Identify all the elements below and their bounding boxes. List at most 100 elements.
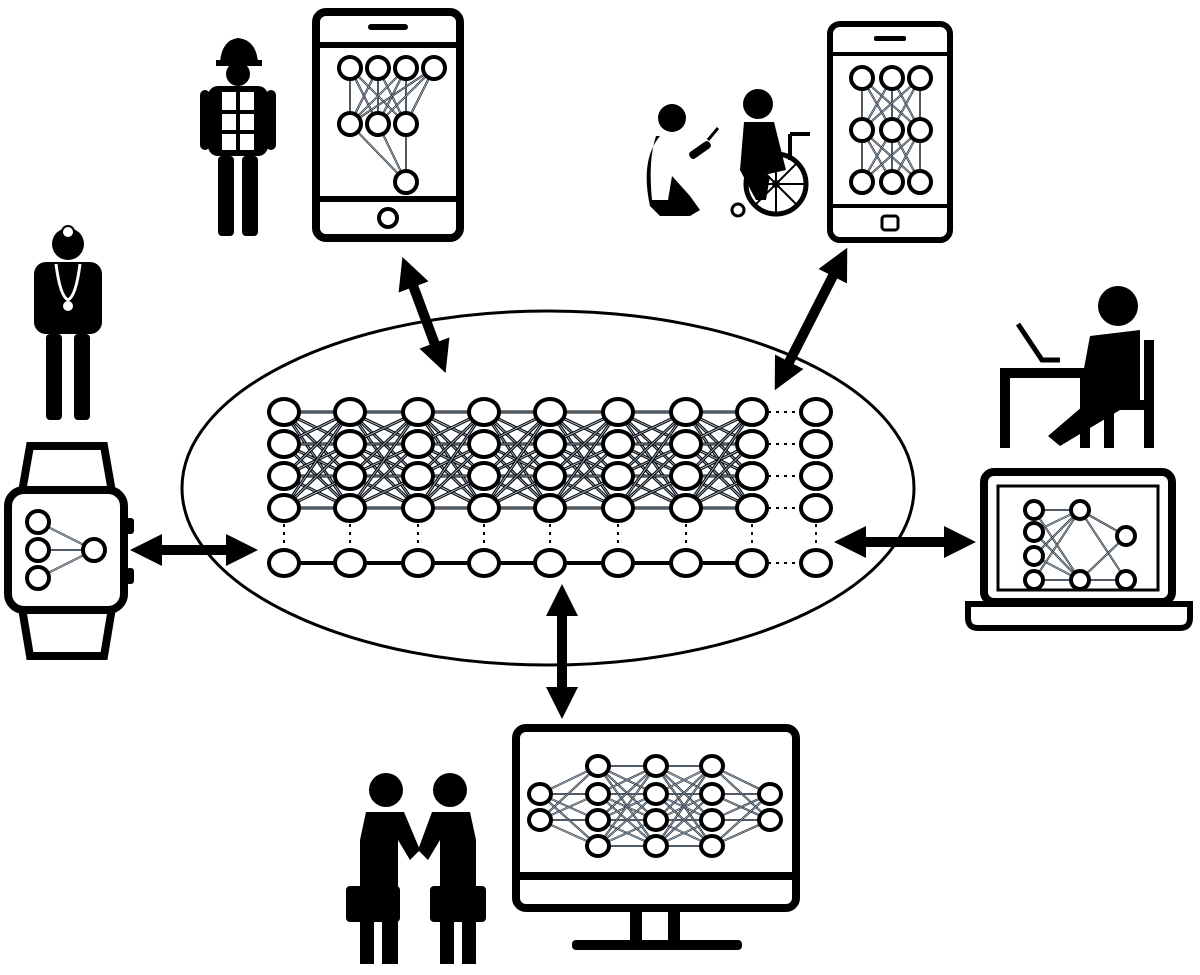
central-node <box>799 429 833 459</box>
network-edge-highlight <box>1079 509 1127 581</box>
central-node <box>669 429 703 459</box>
network-edge-highlight <box>377 67 435 125</box>
central-node <box>533 397 567 427</box>
laptop-icon <box>965 468 1193 631</box>
central-node <box>735 397 769 427</box>
central-bottom-node <box>401 548 435 578</box>
network-node <box>81 537 107 563</box>
network-edge-highlight <box>597 765 657 821</box>
central-node <box>401 461 435 491</box>
central-node <box>601 461 635 491</box>
smartphone-icon <box>827 21 953 243</box>
network-node <box>25 565 51 591</box>
central-node <box>799 461 833 491</box>
central-bottom-node <box>601 548 635 578</box>
central-bottom-node <box>735 548 769 578</box>
network-node <box>907 65 933 91</box>
network-node <box>365 55 391 81</box>
central-bottom-node <box>333 548 367 578</box>
arrow-caregiver-phone <box>774 247 848 391</box>
network-node <box>1023 499 1045 521</box>
network-node <box>699 782 725 806</box>
network-edge-highlight <box>655 765 713 821</box>
central-node <box>333 397 367 427</box>
central-edge-highlight <box>483 411 551 509</box>
network-edge-highlight <box>655 765 713 847</box>
central-node <box>333 493 367 523</box>
phone-network-icon <box>849 65 933 195</box>
network-edge-highlight <box>539 765 599 821</box>
network-node <box>849 65 875 91</box>
network-node <box>421 55 447 81</box>
network-node <box>527 808 553 832</box>
network-node <box>585 808 611 832</box>
network-node <box>1023 545 1045 567</box>
central-node <box>467 397 501 427</box>
desktop-monitor-icon <box>512 724 800 950</box>
smartwatch-icon <box>4 442 134 660</box>
network-edge-highlight <box>349 67 435 125</box>
business-handshake-icon <box>346 773 486 964</box>
central-edge-highlight <box>283 411 351 509</box>
phone-network-icon <box>337 55 447 195</box>
caregiver-and-wheelchair-user-icon <box>646 89 810 218</box>
central-edge-highlight <box>349 411 419 509</box>
central-node <box>467 461 501 491</box>
central-node <box>267 493 301 523</box>
central-node <box>669 493 703 523</box>
network-node <box>1115 569 1137 591</box>
network-edge-highlight <box>597 765 657 847</box>
central-node <box>267 461 301 491</box>
central-bottom-node <box>533 548 567 578</box>
network-node <box>699 808 725 832</box>
central-node <box>467 429 501 459</box>
network-node <box>337 111 363 137</box>
network-node <box>757 782 783 806</box>
network-node <box>527 782 553 806</box>
central-node <box>267 429 301 459</box>
central-node <box>735 461 769 491</box>
client-construction-worker <box>200 8 464 242</box>
network-node <box>907 169 933 195</box>
client-office-worker <box>965 286 1193 631</box>
network-node <box>643 754 669 778</box>
network-edge-highlight <box>349 67 407 125</box>
arrow-construction-phone <box>398 257 450 373</box>
connection-arrows <box>129 247 977 720</box>
central-model <box>180 309 916 667</box>
network-node <box>25 509 51 535</box>
network-node <box>879 169 905 195</box>
central-node <box>601 493 635 523</box>
central-node <box>799 493 833 523</box>
central-node <box>669 397 703 427</box>
central-node <box>401 397 435 427</box>
central-node <box>799 397 833 427</box>
desktop-network-icon <box>527 754 783 858</box>
network-node <box>25 537 51 563</box>
network-edge-highlight <box>1033 531 1081 581</box>
central-bottom-node <box>267 548 301 578</box>
network-node <box>393 55 419 81</box>
central-node <box>467 493 501 523</box>
network-edge-highlight <box>655 793 713 847</box>
network-node <box>393 111 419 137</box>
network-node <box>1023 521 1045 543</box>
network-node <box>393 169 419 195</box>
doctor-icon <box>34 225 102 420</box>
network-node <box>585 754 611 778</box>
network-node <box>585 834 611 858</box>
construction-worker-icon <box>200 38 276 236</box>
client-business <box>346 724 800 964</box>
central-network-nodes <box>267 397 833 578</box>
central-node <box>401 429 435 459</box>
network-node <box>365 111 391 137</box>
network-node <box>907 117 933 143</box>
network-node <box>849 169 875 195</box>
central-node <box>533 493 567 523</box>
central-node <box>735 429 769 459</box>
central-node <box>533 461 567 491</box>
central-bottom-node <box>669 548 703 578</box>
laptop-network-icon <box>1023 499 1137 591</box>
network-node <box>699 834 725 858</box>
